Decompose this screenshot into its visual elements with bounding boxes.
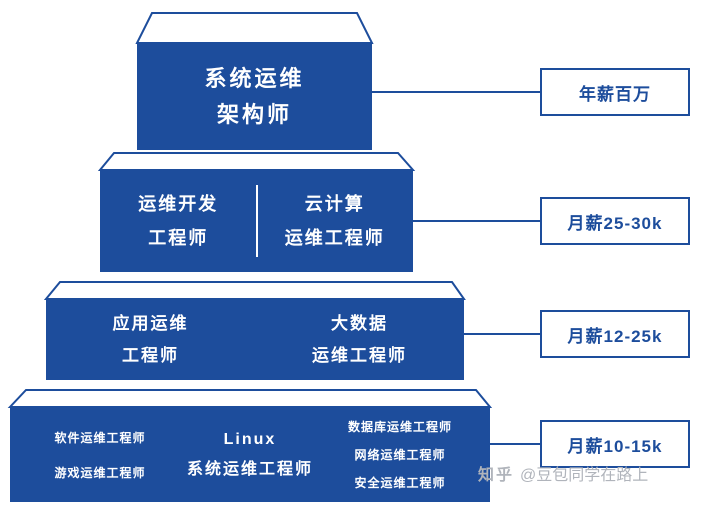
tier3-left-line1: 应用运维 xyxy=(112,314,189,334)
watermark-handle: @豆包同学在路上 xyxy=(520,467,649,484)
tier3-top-face xyxy=(43,281,466,300)
tier1-role-line2: 架构师 xyxy=(216,101,292,127)
tier4-role-network-ops: 网络运维工程师 xyxy=(354,448,446,462)
tier4-center-line1: Linux xyxy=(223,430,277,448)
tier2-left-role: 运维开发 工程师 xyxy=(100,187,257,255)
watermark: 知乎 @豆包同学在路上 xyxy=(478,461,648,485)
tier3-left-line2: 工程师 xyxy=(122,345,179,365)
tier4-right-roles: 数据库运维工程师 网络运维工程师 安全运维工程师 xyxy=(320,418,480,491)
tier2-right-line1: 云计算 xyxy=(304,193,365,214)
tier2-left-line1: 运维开发 xyxy=(138,193,219,214)
salary-badge-tier1: 年薪百万 xyxy=(540,68,690,116)
tier4-center-role: Linux 系统运维工程师 xyxy=(180,431,320,479)
tier4-role-game-ops: 游戏运维工程师 xyxy=(54,465,146,480)
tier3-right-line1: 大数据 xyxy=(331,314,388,334)
tier3-right-line2: 运维工程师 xyxy=(312,345,407,365)
tier2-left-line2: 工程师 xyxy=(148,228,209,248)
tier2-front-face: 运维开发 工程师 云计算 运维工程师 xyxy=(100,170,413,272)
salary-label-tier1: 年薪百万 xyxy=(579,84,651,104)
tier2-top-face xyxy=(97,152,416,171)
tier4-top-face xyxy=(7,389,493,408)
tier4-role-software-ops: 软件运维工程师 xyxy=(54,430,146,445)
tier4-role-security-ops: 安全运维工程师 xyxy=(354,476,446,490)
salary-label-tier3: 月薪12-25k xyxy=(567,326,663,346)
tier4-left-roles: 软件运维工程师 游戏运维工程师 xyxy=(20,429,180,481)
tier4-front-face: 软件运维工程师 游戏运维工程师 Linux 系统运维工程师 数据库运维工程师 网… xyxy=(10,407,490,502)
tier1-front-face: 系统运维 架构师 xyxy=(137,43,372,150)
tier2-divider xyxy=(255,185,258,257)
tier3-front-face: 应用运维 工程师 大数据 运维工程师 xyxy=(46,299,464,380)
salary-badge-tier3: 月薪12-25k xyxy=(540,310,690,358)
salary-badge-tier2: 月薪25-30k xyxy=(540,197,690,245)
tier3-left-role: 应用运维 工程师 xyxy=(46,308,255,371)
tier4-center-line2: 系统运维工程师 xyxy=(186,460,313,478)
tier2-right-role: 云计算 运维工程师 xyxy=(257,187,414,255)
tier3-right-role: 大数据 运维工程师 xyxy=(255,308,464,371)
watermark-brand-logo: 知乎 xyxy=(478,467,515,484)
tier2-right-line2: 运维工程师 xyxy=(284,228,385,248)
salary-label-tier2: 月薪25-30k xyxy=(567,213,663,233)
salary-label-tier4: 月薪10-15k xyxy=(567,436,663,456)
tier1-role-line1: 系统运维 xyxy=(204,66,305,92)
tier1-top-face xyxy=(135,12,374,44)
salary-badge-tier4: 月薪10-15k xyxy=(540,420,690,468)
tier4-role-database-ops: 数据库运维工程师 xyxy=(347,420,452,434)
